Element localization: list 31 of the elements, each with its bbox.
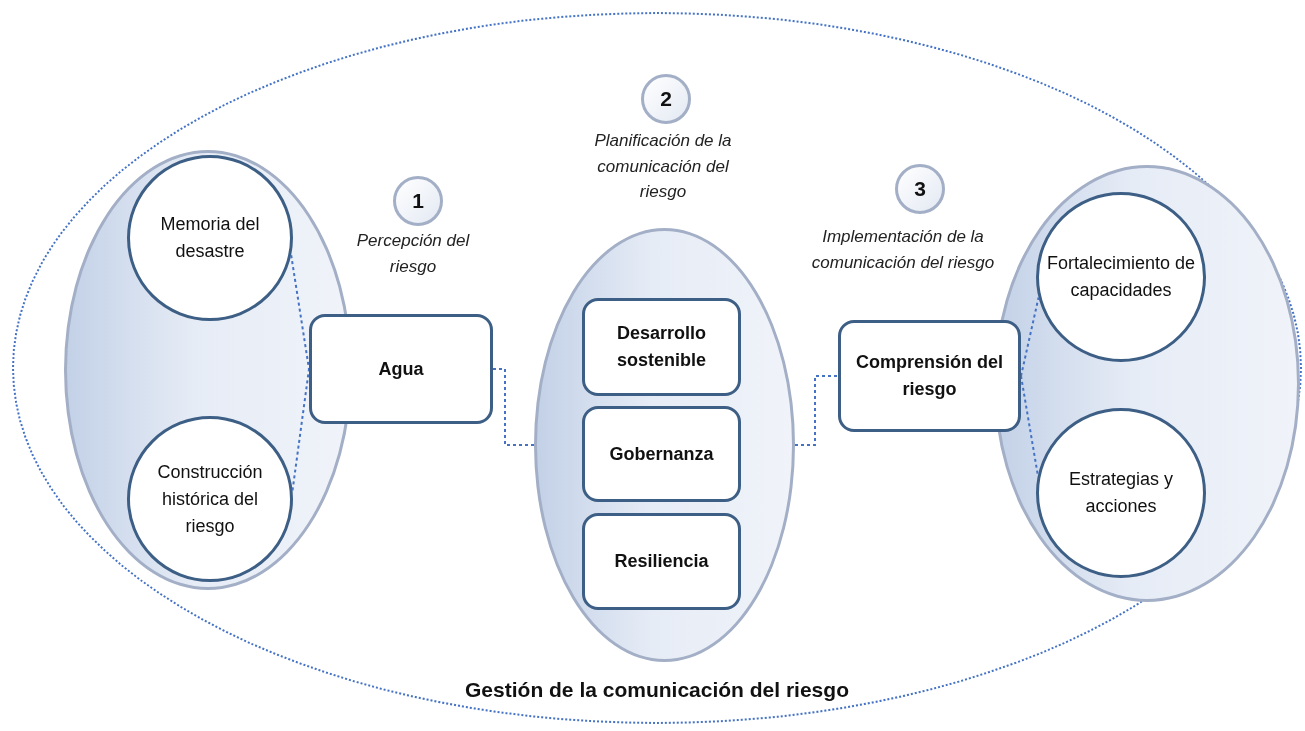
connector-line [1020, 375, 1039, 477]
step-number: 1 [412, 189, 424, 213]
concept-label: Resiliencia [613, 550, 710, 573]
step-number-circle [393, 176, 443, 226]
concept-label: Memoria del desastre [159, 213, 261, 263]
concept-box [309, 314, 493, 424]
connector-line [794, 375, 839, 446]
step-number-circle [895, 164, 945, 214]
connector-line [492, 368, 535, 446]
step-caption: Percepción del riesgo [355, 230, 471, 278]
connector-line [291, 368, 310, 492]
concept-label: Estrategias y acciones [1067, 468, 1174, 518]
concept-label: Fortalecimiento de capacidades [1046, 252, 1196, 302]
concept-label: Desarrollo sostenible [615, 322, 707, 372]
ellipse-label: Gestión de la comunicación del riesgo [464, 678, 850, 702]
concept-box [582, 406, 741, 502]
step-number: 3 [914, 177, 926, 201]
concept-box [838, 320, 1021, 432]
concept-label: Comprensión del riesgo [855, 351, 1004, 401]
concept-label: Gobernanza [608, 442, 715, 466]
step-number-circle [641, 74, 691, 124]
outer-ellipse [12, 12, 1302, 724]
connector-line [1020, 296, 1040, 377]
concept-label: Construcción histórica del riesgo [156, 460, 264, 538]
connector-line [290, 254, 310, 370]
step-caption: Implementación de la comunicación del riesgo [810, 226, 996, 274]
concept-box [582, 513, 741, 610]
step-caption: Planificación de la comunicación del riesgo [593, 130, 733, 203]
concept-label: Agua [377, 357, 425, 381]
step-number: 2 [660, 87, 672, 111]
concept-box [582, 298, 741, 396]
